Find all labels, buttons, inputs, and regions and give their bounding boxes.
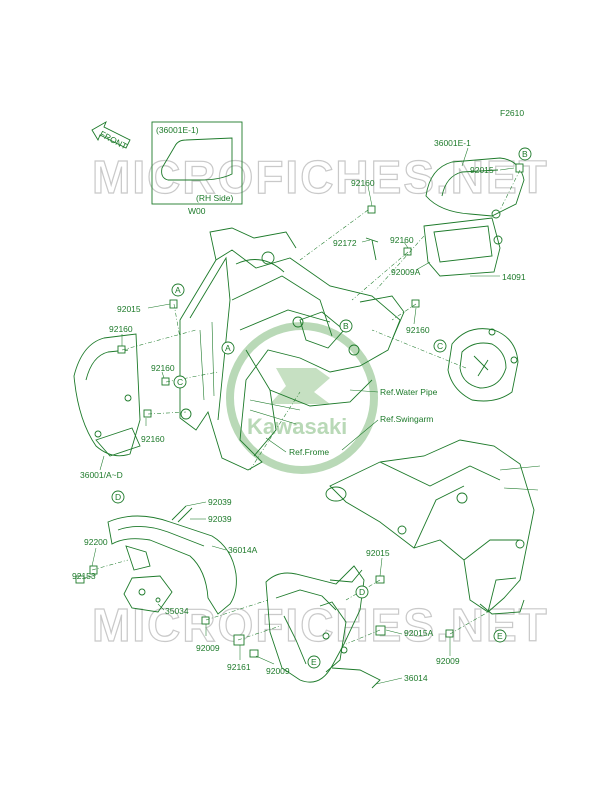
label-35034: 35034 bbox=[165, 606, 189, 616]
label-92009-c: 92009 bbox=[436, 656, 460, 666]
label-36014a: 36014A bbox=[228, 545, 258, 555]
callout-e-guard: E bbox=[307, 655, 321, 669]
chain-cover-upper bbox=[107, 515, 237, 615]
svg-text:B: B bbox=[343, 321, 349, 331]
inset-title: (36001E-1) bbox=[156, 125, 199, 135]
part-labels: 36001E-1 92015 92160 92172 92160 92009A … bbox=[72, 138, 526, 683]
label-92160-c: 92160 bbox=[406, 325, 430, 335]
callout-d-cover: D bbox=[111, 490, 125, 504]
callout-c-left: C bbox=[173, 375, 187, 389]
label-92172: 92172 bbox=[333, 238, 357, 248]
callout-b-top: B bbox=[518, 147, 532, 161]
label-92009a: 92009A bbox=[391, 267, 421, 277]
leader-lines bbox=[83, 147, 515, 685]
figure-code: F2610 bbox=[500, 108, 524, 118]
label-92160-d: 92160 bbox=[109, 324, 133, 334]
label-92039-a: 92039 bbox=[208, 497, 232, 507]
watermark-bottom: MICROFICHES.NET bbox=[92, 599, 549, 651]
callout-c-pump: C bbox=[433, 339, 447, 353]
left-side-cover bbox=[73, 333, 141, 457]
callout-a-frame: A bbox=[221, 341, 235, 355]
callout-markers: B A A B C C D D E E bbox=[111, 147, 532, 669]
ref-frame: Ref.Frome bbox=[289, 447, 329, 457]
callout-d-arm: D bbox=[355, 585, 369, 599]
label-14091: 14091 bbox=[502, 272, 526, 282]
label-92039-b: 92039 bbox=[208, 514, 232, 524]
svg-text:C: C bbox=[177, 377, 183, 387]
svg-text:D: D bbox=[115, 492, 121, 502]
svg-text:E: E bbox=[311, 657, 317, 667]
svg-text:B: B bbox=[522, 149, 528, 159]
chain-guard-lower bbox=[265, 565, 381, 689]
svg-text:A: A bbox=[225, 343, 231, 353]
label-92015-tr: 92015 bbox=[470, 165, 494, 175]
callout-a-left: A bbox=[171, 283, 185, 297]
label-92009-b: 92009 bbox=[266, 666, 290, 676]
label-92160-b: 92160 bbox=[390, 235, 414, 245]
ref-swingarm: Ref.Swingarm bbox=[380, 414, 433, 424]
inset-box: (36001E-1) (RH Side) W00 bbox=[151, 121, 243, 216]
assembly-lines bbox=[91, 169, 521, 645]
inset-code: W00 bbox=[188, 206, 206, 216]
svg-text:A: A bbox=[175, 285, 181, 295]
watermark-top: MICROFICHES.NET bbox=[92, 151, 549, 203]
label-36001a-d: 36001/A~D bbox=[80, 470, 123, 480]
logo-text: Kawasaki bbox=[247, 414, 347, 439]
fasteners bbox=[75, 163, 524, 658]
svg-text:D: D bbox=[359, 587, 365, 597]
label-92009-a: 92009 bbox=[196, 643, 220, 653]
svg-text:E: E bbox=[497, 631, 503, 641]
label-92160-f: 92160 bbox=[141, 434, 165, 444]
label-92015-m: 92015 bbox=[366, 548, 390, 558]
label-92015-l: 92015 bbox=[117, 304, 141, 314]
label-36001e-1: 36001E-1 bbox=[434, 138, 471, 148]
label-92160-e: 92160 bbox=[151, 363, 175, 373]
label-92160-a: 92160 bbox=[351, 178, 375, 188]
inset-side: (RH Side) bbox=[196, 193, 233, 203]
swingarm bbox=[325, 439, 541, 615]
front-arrow-icon: FRONT bbox=[91, 120, 131, 151]
water-pump-cover bbox=[447, 328, 519, 402]
label-92015a: 92015A bbox=[404, 628, 434, 638]
frame-assembly bbox=[179, 227, 405, 471]
callout-e-arm: E bbox=[493, 629, 507, 643]
ref-water-pipe: Ref.Water Pipe bbox=[380, 387, 438, 397]
label-92200: 92200 bbox=[84, 537, 108, 547]
label-92161: 92161 bbox=[227, 662, 251, 672]
callout-b-frame: B bbox=[339, 319, 353, 333]
label-92153: 92153 bbox=[72, 571, 96, 581]
svg-text:C: C bbox=[437, 341, 443, 351]
label-36014: 36014 bbox=[404, 673, 428, 683]
